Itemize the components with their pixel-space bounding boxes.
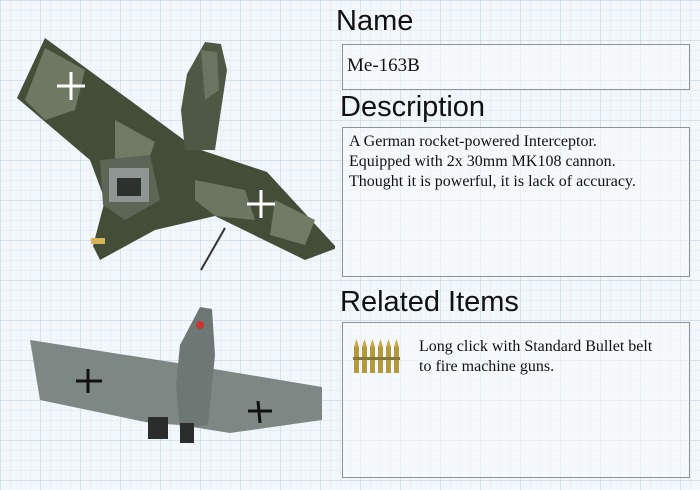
- related-item-line: to fire machine guns.: [419, 358, 555, 375]
- bullet-belt-icon: [353, 339, 400, 373]
- related-item-text: Long click with Standard Bullet belt to …: [419, 337, 652, 377]
- description-line: Thought it is powerful, it is lack of ac…: [349, 173, 636, 190]
- description-box: A German rocket-powered Interceptor. Equ…: [342, 127, 690, 277]
- related-items-box: Long click with Standard Bullet belt to …: [342, 322, 690, 478]
- description-heading: Description: [340, 91, 486, 123]
- description-text: A German rocket-powered Interceptor. Equ…: [349, 132, 636, 192]
- aircraft-bottom-view-image: [30, 307, 322, 443]
- name-heading: Name: [336, 5, 414, 37]
- description-line: Equipped with 2x 30mm MK108 cannon.: [349, 153, 616, 170]
- related-items-heading: Related Items: [340, 286, 519, 318]
- related-item-line: Long click with Standard Bullet belt: [419, 338, 653, 355]
- description-line: A German rocket-powered Interceptor.: [349, 133, 597, 150]
- aircraft-name: Me-163B: [347, 55, 420, 76]
- related-item[interactable]: Long click with Standard Bullet belt to …: [351, 337, 681, 387]
- aircraft-top-view-image: [17, 38, 335, 271]
- name-box: Me-163B: [342, 44, 690, 90]
